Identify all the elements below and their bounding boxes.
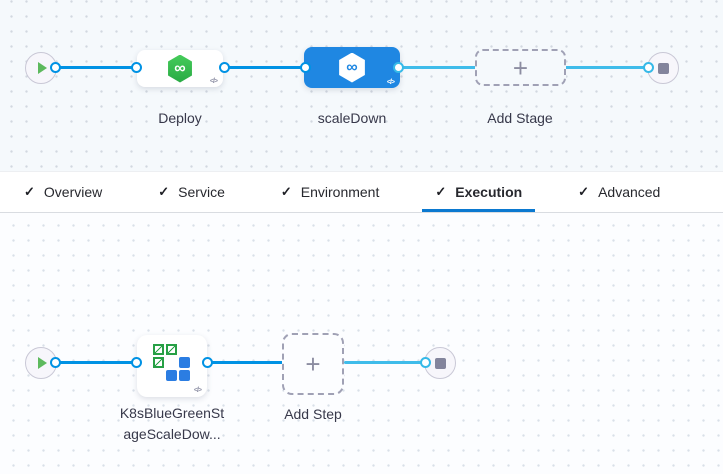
step-label: K8sBlueGreenSt ageScaleDow... — [102, 403, 242, 445]
tab-label: Service — [178, 184, 225, 200]
tab-advanced[interactable]: ✓ Advanced — [565, 172, 673, 212]
pipeline-start-node — [25, 52, 57, 84]
tab-label: Execution — [455, 184, 523, 200]
stage-config-tabbar: ✓ Overview ✓ Service ✓ Environment ✓ Exe… — [0, 171, 723, 213]
connector-port — [131, 62, 142, 73]
stop-icon — [434, 357, 446, 369]
add-step-button[interactable]: + — [282, 333, 344, 395]
tab-execution[interactable]: ✓ Execution — [422, 172, 535, 212]
play-icon — [38, 357, 47, 369]
connector-line — [56, 66, 137, 69]
stage-label-scaledown: scaleDown — [317, 110, 387, 126]
infinity-glyph: ∞ — [174, 59, 186, 77]
check-icon: ✓ — [578, 184, 590, 199]
connector-port — [393, 62, 404, 73]
harness-cd-icon: ∞ — [339, 52, 365, 83]
plus-icon: + — [305, 349, 321, 379]
stage-node-deploy[interactable]: ∞ </> — [137, 50, 223, 87]
connector-port — [643, 62, 654, 73]
check-icon: ✓ — [158, 184, 170, 199]
tab-service[interactable]: ✓ Service — [145, 172, 238, 212]
connector-line — [225, 66, 306, 69]
connector-port — [300, 62, 311, 73]
connector-line — [208, 361, 283, 364]
code-icon: </> — [209, 78, 218, 85]
stop-icon — [657, 62, 669, 74]
infinity-glyph: ∞ — [346, 58, 358, 76]
step-label-line1: K8sBlueGreenSt — [119, 405, 225, 421]
connector-port — [420, 357, 431, 368]
tab-label: Environment — [300, 184, 380, 200]
stage-label-deploy: Deploy — [158, 110, 202, 126]
plus-icon: + — [512, 52, 529, 83]
tab-overview[interactable]: ✓ Overview — [11, 172, 115, 212]
k8s-scaledown-icon — [153, 344, 190, 381]
stage-graph-canvas[interactable]: ∞ </> Deploy ∞ </> scaleDown + Add Stage — [0, 0, 723, 171]
add-stage-button[interactable]: + — [475, 49, 566, 86]
step-label-line2: ageScaleDow... — [123, 426, 221, 442]
harness-cd-icon: ∞ — [168, 54, 192, 83]
stage-node-scaledown[interactable]: ∞ </> — [304, 47, 400, 88]
tab-label: Advanced — [598, 184, 661, 200]
connector-port — [131, 357, 142, 368]
connector-port — [219, 62, 230, 73]
tab-environment[interactable]: ✓ Environment — [268, 172, 393, 212]
play-icon — [38, 62, 47, 74]
connector-port — [50, 357, 61, 368]
connector-line — [56, 361, 137, 364]
add-step-label: Add Step — [284, 406, 342, 422]
add-stage-label: Add Stage — [487, 110, 553, 126]
check-icon: ✓ — [24, 184, 35, 199]
code-icon: </> — [193, 387, 202, 394]
step-node-k8s-bluegreen-scaledown[interactable]: </> — [137, 335, 207, 397]
tab-label: Overview — [43, 184, 103, 200]
execution-graph-canvas[interactable]: </> K8sBlueGreenSt ageScaleDow... + Add … — [0, 213, 723, 474]
code-icon: </> — [386, 79, 395, 86]
connector-line — [344, 361, 426, 364]
connector-port — [202, 357, 213, 368]
connector-port — [50, 62, 61, 73]
check-icon: ✓ — [435, 184, 447, 199]
check-icon: ✓ — [280, 184, 292, 199]
